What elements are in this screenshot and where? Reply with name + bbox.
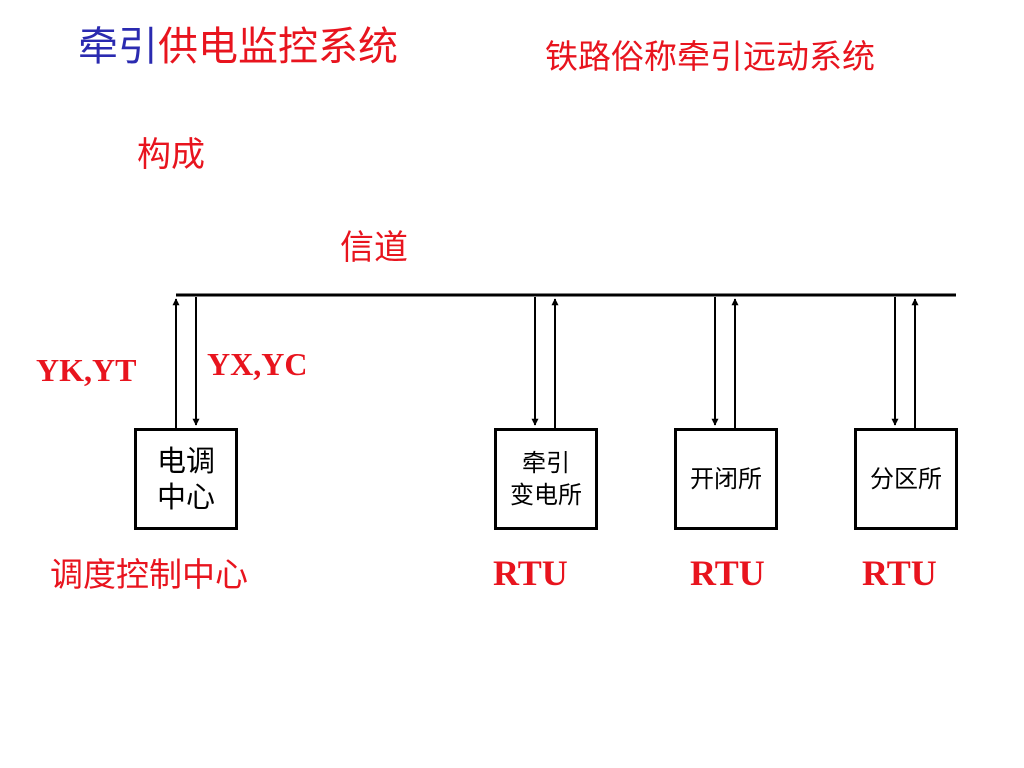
dispatch-center-caption: 调度控制中心: [50, 555, 248, 594]
title-part-system: 供电监控系统: [158, 24, 398, 70]
page-subtitle: 铁路俗称牵引远动系统: [545, 37, 875, 76]
yx-yc-label: YX,YC: [207, 346, 308, 382]
channel-label: 信道: [340, 228, 408, 268]
yk-yt-label: YK,YT: [36, 352, 137, 388]
dispatch-center-box: 电调 中心: [134, 428, 238, 530]
rtu-label-switching: RTU: [690, 553, 765, 593]
section-post-box-text: 分区所: [870, 465, 942, 493]
page-title: 牵引供电监控系统: [78, 22, 398, 72]
title-part-traction: 牵引: [78, 24, 158, 70]
traction-substation-box: 牵引 变电所: [494, 428, 598, 530]
rtu-label-substation: RTU: [493, 553, 568, 593]
composition-label: 构成: [137, 135, 205, 175]
dispatch-center-box-text: 电调 中心: [156, 444, 215, 514]
section-post-box: 分区所: [854, 428, 958, 530]
rtu-label-section: RTU: [862, 553, 937, 593]
switching-station-box: 开闭所: [674, 428, 778, 530]
traction-substation-box-text: 牵引 变电所: [510, 449, 582, 509]
switching-station-box-text: 开闭所: [690, 465, 762, 493]
